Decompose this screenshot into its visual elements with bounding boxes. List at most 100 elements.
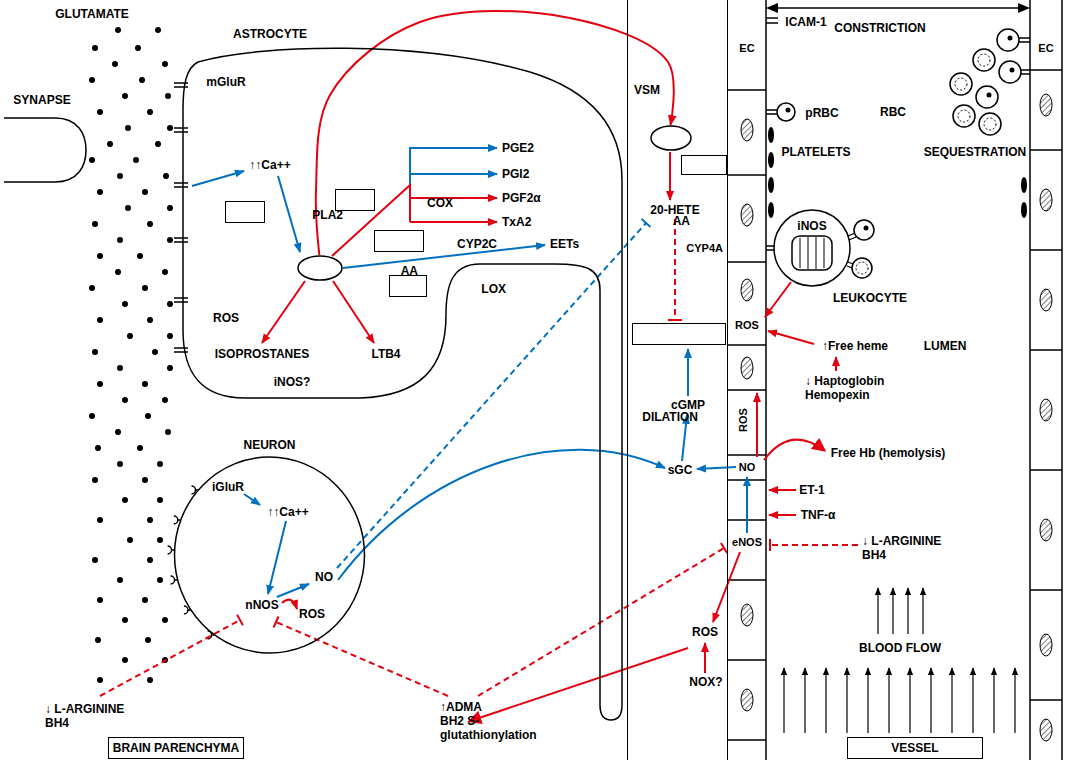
activation-arrows: [338, 450, 665, 580]
glutamate-dots: [127, 333, 133, 339]
glutamate-dots: [155, 141, 161, 147]
label-slot: NOX?: [689, 675, 722, 689]
text-label: ROS: [735, 318, 759, 332]
label-slot: 20-HETE: [650, 203, 699, 217]
ellipse-outline: [298, 256, 342, 280]
label-slot: EC: [1038, 41, 1053, 55]
blood-flow-arrows: [972, 668, 973, 733]
synapse-terminal: [4, 118, 86, 182]
endothelial-nuclei: [741, 204, 753, 226]
text-label: CONSTRICTION: [834, 21, 925, 35]
text-label: SYNAPSE: [13, 93, 70, 107]
text-label: PLATELETS: [781, 145, 850, 159]
neuron-cell: NEURON: [172, 437, 368, 657]
blood-flow-arrows: [993, 668, 994, 733]
enzyme-box: PLA2: [225, 201, 266, 223]
rbc-cluster: [973, 49, 995, 71]
glutamate-dots: [122, 657, 128, 663]
label-slot: ↑↑Ca++: [267, 505, 308, 519]
adhesion-cells: [766, 18, 778, 23]
glutamate-dots: [147, 109, 153, 115]
glutamate-dots: [157, 577, 163, 583]
glutamate-dots: [97, 189, 103, 195]
glutamate-dots: [135, 45, 141, 51]
node-label: NEURON: [243, 438, 295, 452]
glutamate-dots: [117, 237, 123, 243]
glutamate-dots: [147, 677, 153, 683]
endothelial-nuclei: [1040, 719, 1052, 741]
blood-flow-arrows: [909, 668, 910, 733]
blood-flow-arrows: [1014, 668, 1015, 733]
activation-arrows: [697, 467, 736, 469]
damage-arrows: [333, 281, 374, 343]
blood-flow-arrows: [804, 668, 805, 733]
glutamate-dots: [165, 429, 171, 435]
astrocyte-cell: PLA2COXAACYP2CLOXASTROCYTE: [172, 24, 626, 724]
activation-arrows: [244, 494, 260, 505]
glutamate-dots: [125, 205, 131, 211]
damage-arrows: [764, 440, 824, 460]
damage-arrows: [262, 281, 305, 343]
blood-flow-arrows: [888, 668, 889, 733]
endothelial-nuclei: [1040, 634, 1052, 656]
rbc-cluster: [955, 78, 967, 90]
text-label: ROS: [299, 607, 325, 621]
rbc-cluster: [953, 105, 975, 127]
blood-flow-arrows: [892, 588, 893, 634]
adhesion-cells: [766, 246, 774, 250]
text-label: LUMEN: [924, 339, 967, 353]
label-slot: ↑ADMA BH2 S-glutathionylation: [440, 700, 492, 742]
glutamate-dots: [147, 221, 153, 227]
glutamate-dots: [92, 477, 98, 483]
mglur-receptors: [174, 83, 188, 87]
label-slot: ↓ L-ARGININE BH4: [862, 534, 954, 562]
label-slot: ROS: [735, 318, 759, 332]
rbc-cluster: [984, 118, 996, 130]
label-slot: ET-1: [799, 483, 824, 497]
endothelial-nuclei: [741, 279, 753, 301]
glutamate-dots: [95, 445, 101, 451]
glutamate-dots: [162, 269, 168, 275]
enzyme-box: CYP4A: [681, 155, 728, 175]
rbc-cluster: [1008, 36, 1013, 41]
glutamate-dots: [89, 285, 95, 291]
label-slot: SYNAPSE: [13, 93, 70, 107]
activation-arrows: [278, 176, 300, 252]
label-slot: pRBC: [805, 106, 838, 120]
text-label: GLUTAMATE: [55, 7, 129, 21]
activation-arrows: [192, 148, 747, 597]
constriction-marker: [766, 3, 778, 13]
glutamate-dots: [89, 157, 95, 163]
activation-arrows: [687, 349, 689, 396]
glutamate-dots: [145, 637, 151, 643]
text-label: TNF-α: [801, 508, 836, 522]
glutamate-dots: [117, 577, 123, 583]
text-label: ROS: [736, 408, 750, 432]
damage-arrows: [765, 282, 791, 317]
glutamate-dots: [167, 125, 173, 131]
platelets: [768, 152, 774, 168]
platelets: [1021, 177, 1027, 193]
glutamate-dots: [142, 597, 148, 603]
endothelial-nuclei: [741, 604, 753, 626]
text-label: iNOS?: [274, 375, 311, 389]
adhesion-cells: [800, 237, 824, 269]
glutamate-dots: [97, 597, 103, 603]
adhesion-cells: [856, 262, 868, 274]
damage-arrows: [410, 197, 497, 199]
endothelial-nuclei: [1040, 289, 1052, 311]
cell-outline: [172, 24, 626, 724]
endfoot-wall: [728, 0, 1062, 760]
damage-arrows: [669, 152, 671, 200]
adhesion-cells: [786, 108, 791, 113]
endfoot-wall: [1030, 70, 1062, 700]
text-label: EC: [1038, 41, 1053, 55]
endfoot-wall: [728, 90, 766, 740]
glutamate-dots: [89, 27, 173, 683]
label-slot: EC: [739, 41, 754, 55]
glutamate-dots: [122, 93, 128, 99]
blood-flow-arrows: [877, 588, 878, 634]
blood-flow-arrows: [867, 668, 868, 733]
glutamate-dots: [97, 317, 103, 323]
text-label: pRBC: [805, 106, 838, 120]
